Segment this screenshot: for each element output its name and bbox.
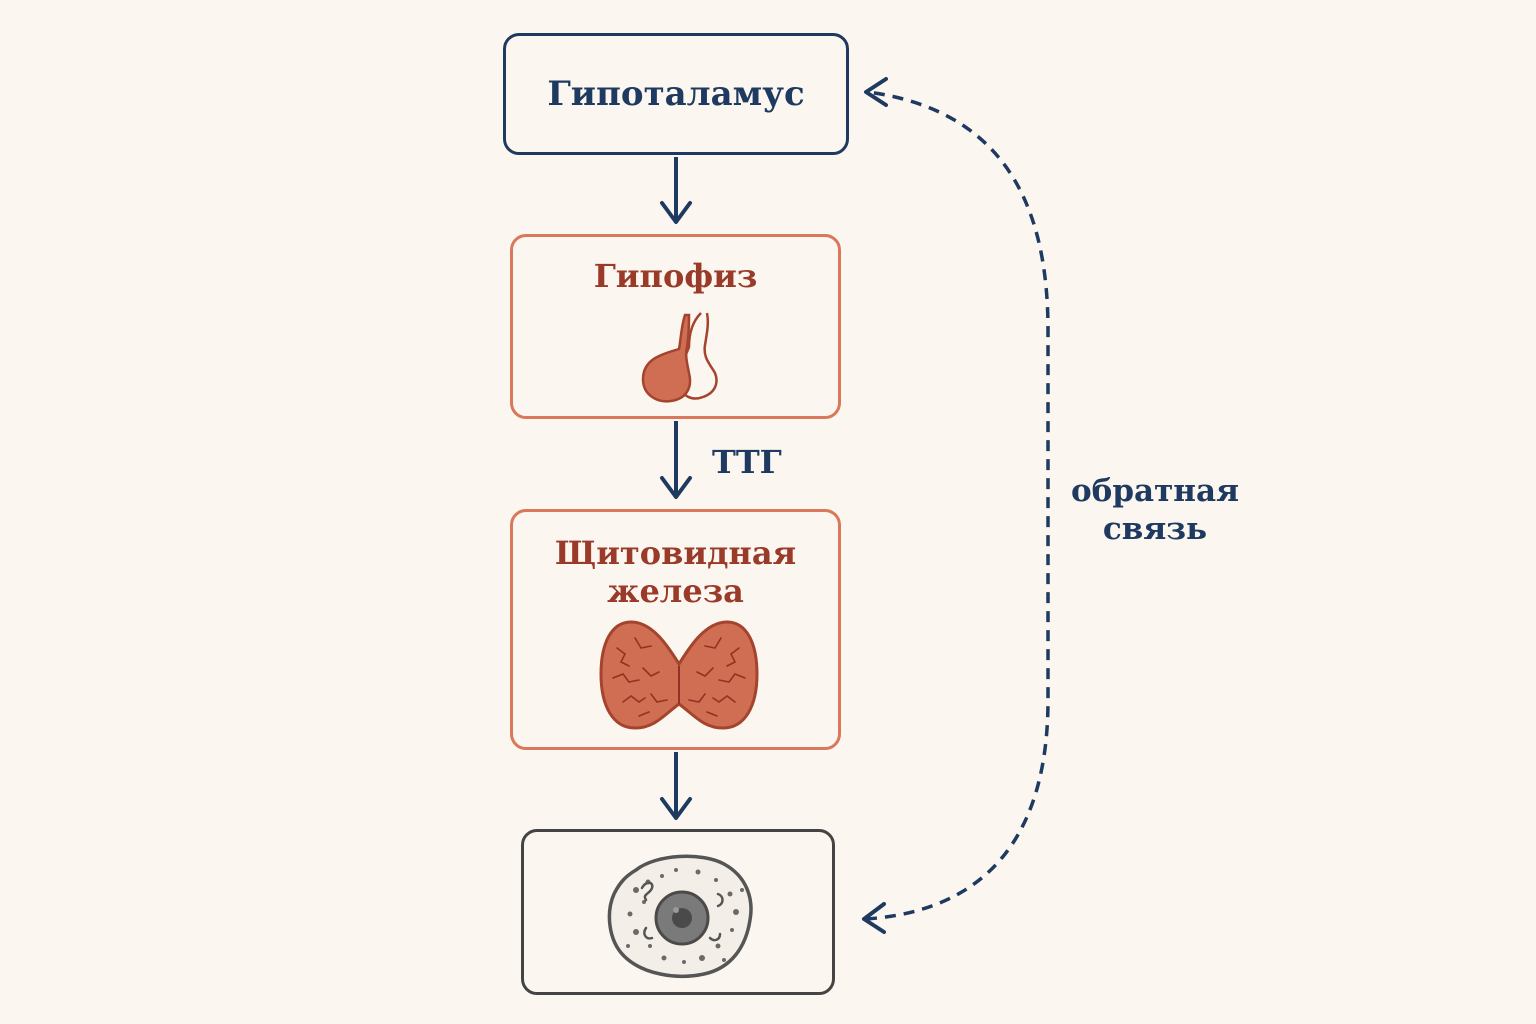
ttg-edge-label: ТТГ xyxy=(712,443,782,481)
target-cell-icon xyxy=(607,854,753,978)
arrow-hypothalamus-to-pituitary xyxy=(660,157,692,224)
pituitary-label: Гипофиз xyxy=(593,257,758,295)
target-cell-node xyxy=(521,829,835,995)
thyroid-label: Щитовидная железа xyxy=(554,534,797,610)
pituitary-gland-icon xyxy=(641,312,718,403)
thyroid-gland-icon xyxy=(599,620,759,730)
arrow-pituitary-to-thyroid xyxy=(660,421,692,499)
hypothalamus-node: Гипоталамус xyxy=(503,33,849,155)
thyroid-node: Щитовидная железа xyxy=(510,509,841,750)
feedback-loop-arrow xyxy=(862,77,1050,934)
arrow-thyroid-to-cell xyxy=(660,752,692,820)
hypothalamus-label: Гипоталамус xyxy=(547,74,805,114)
feedback-label: обратная связь xyxy=(1070,473,1239,547)
pituitary-node: Гипофиз xyxy=(510,234,841,419)
